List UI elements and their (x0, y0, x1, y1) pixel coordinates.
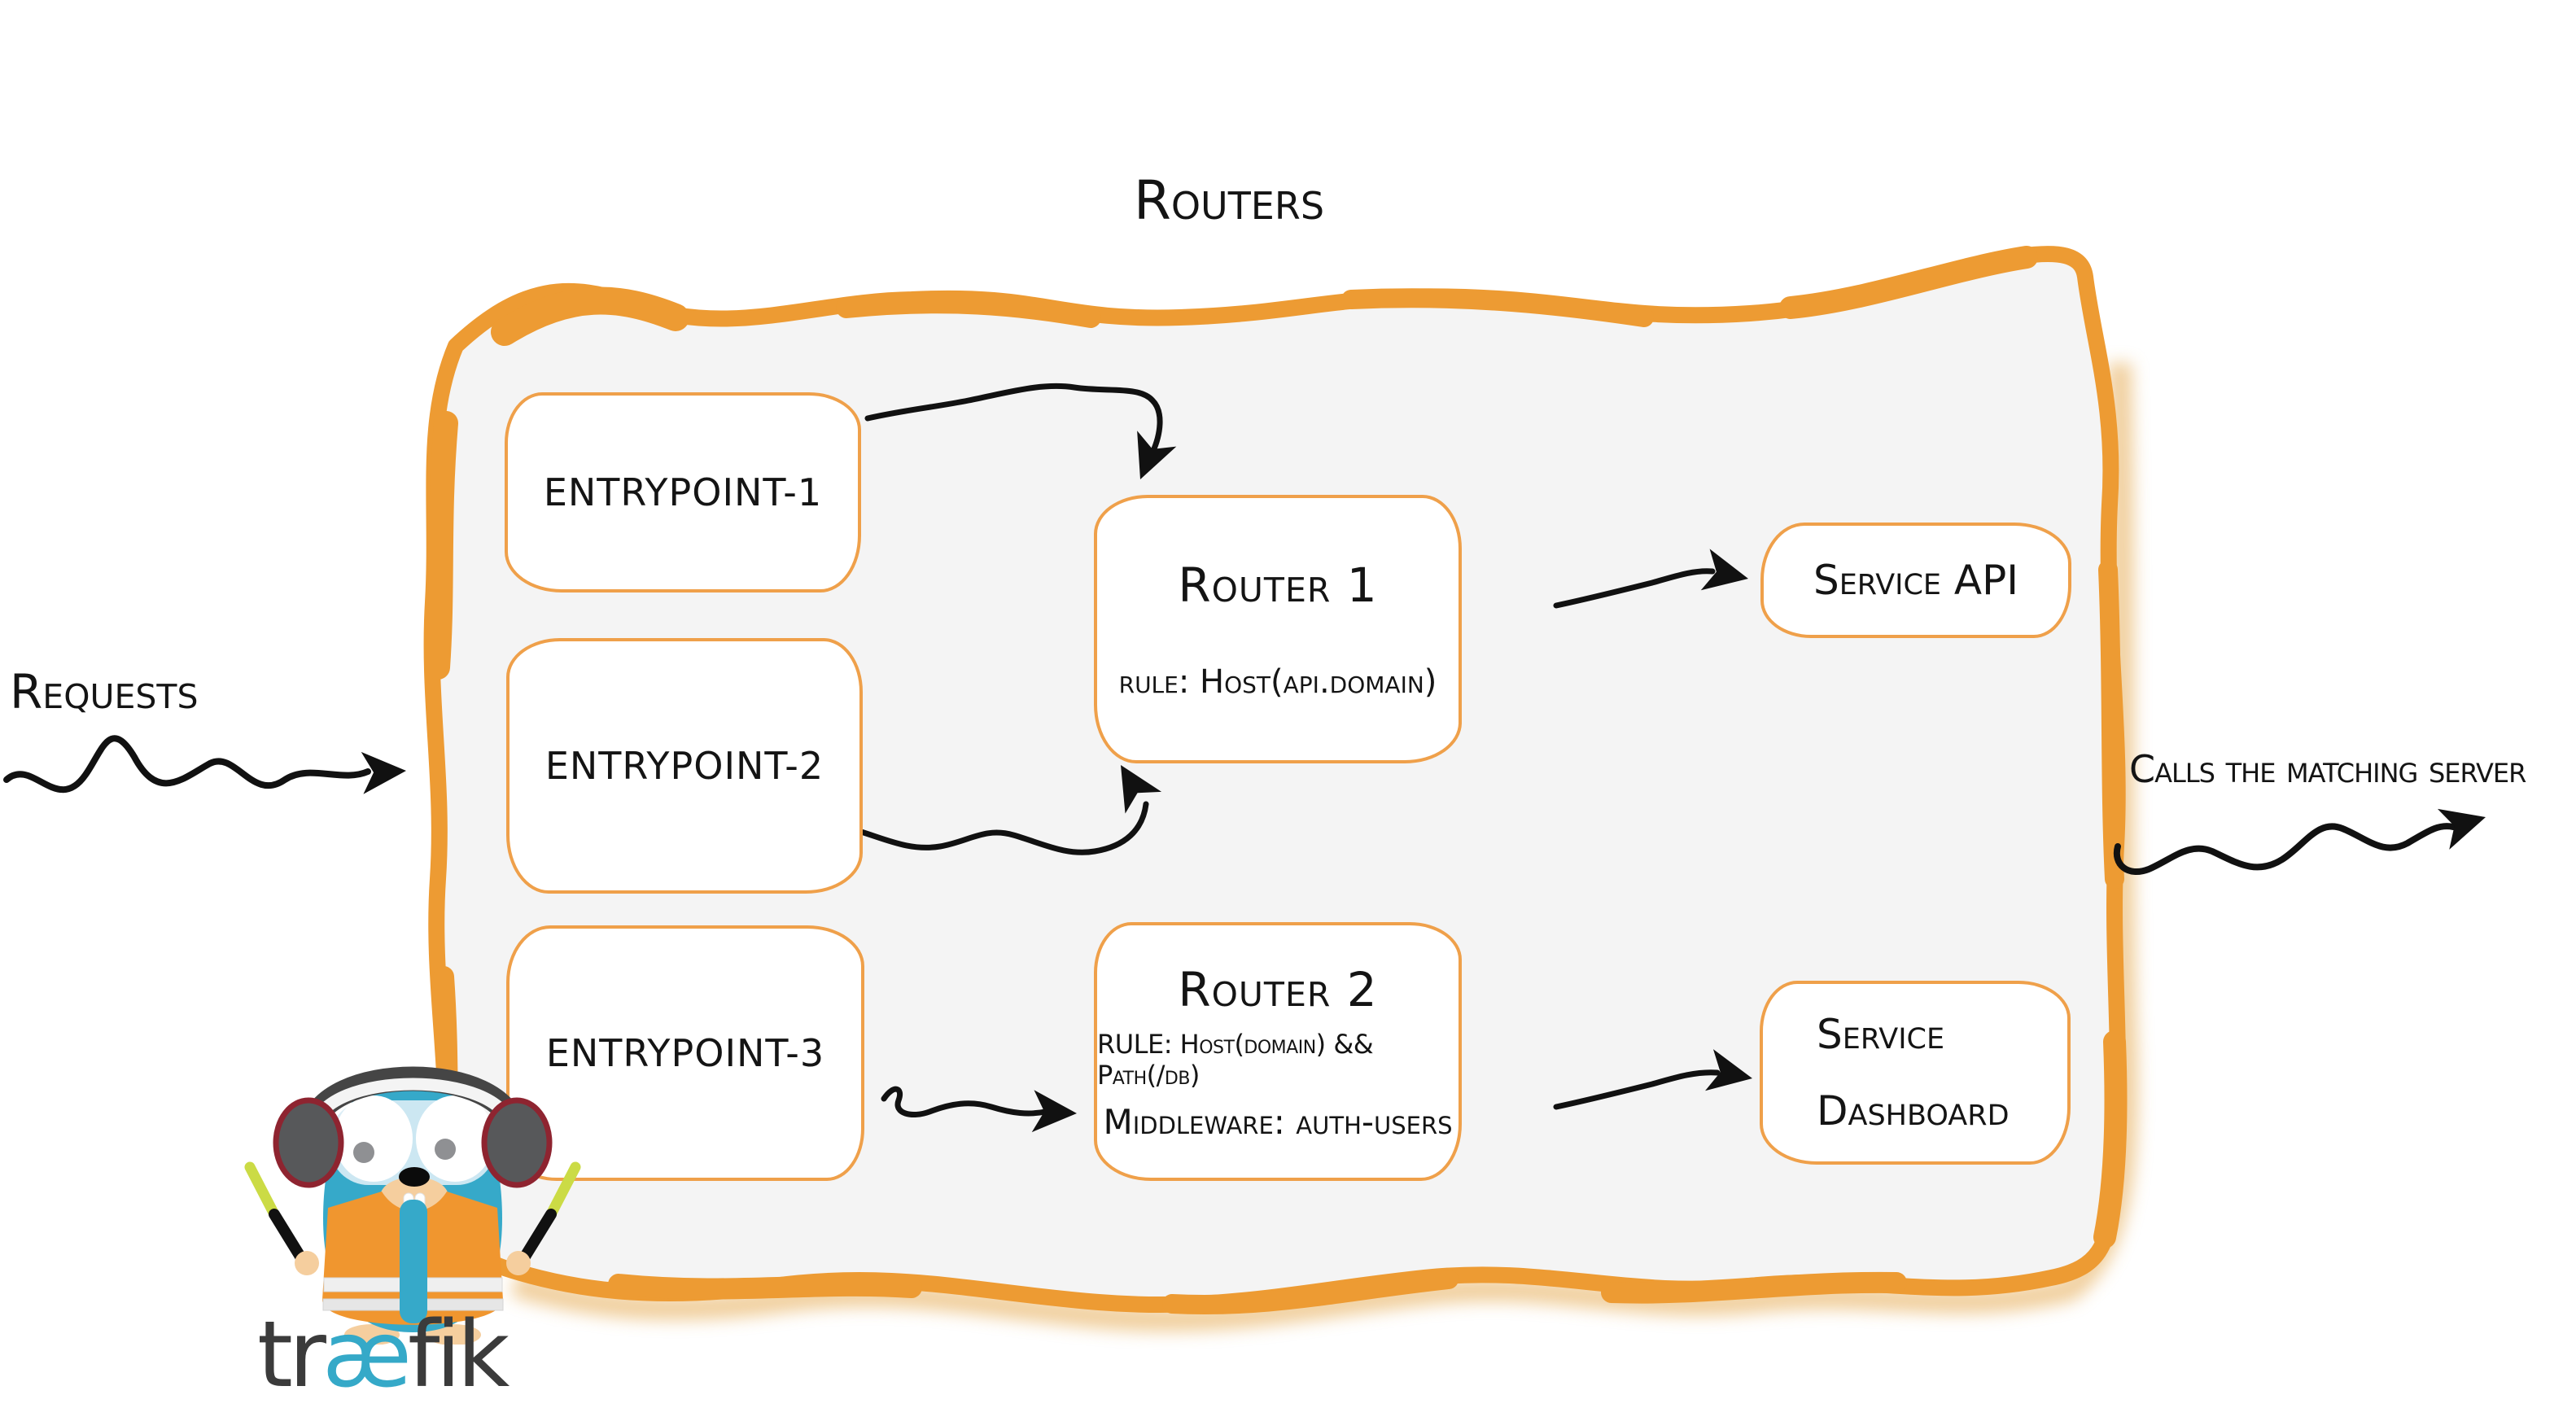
wordmark-tr: tr (257, 1302, 326, 1408)
service-dashboard-label-line1: Service (1817, 1011, 1945, 1058)
entrypoint-2-box: entrypoint-2 (506, 638, 863, 894)
gopher-eye-left (335, 1095, 413, 1182)
router-2-rule: RULE: Host(domain) && Path(/db) (1097, 1028, 1374, 1091)
service-dashboard-box: Service Dashboard (1760, 981, 2071, 1165)
entrypoint-1-label: entrypoint-1 (543, 470, 823, 514)
gopher-eye-right (416, 1095, 494, 1182)
headphones-cup-right (481, 1097, 553, 1188)
entrypoint-3-box: entrypoint-3 (506, 925, 864, 1181)
entrypoint-3-label: entrypoint-3 (545, 1031, 825, 1075)
arrow-ep1-r1 (864, 383, 1177, 488)
marshalling-wand-left-icon (244, 1161, 306, 1262)
marshalling-wand-right-icon (519, 1161, 581, 1262)
wordmark-fik: fik (407, 1302, 510, 1408)
traefik-wordmark: træfik (257, 1302, 510, 1408)
gopher-hand-left (295, 1251, 319, 1275)
diagram-title: Routers (1133, 169, 1325, 232)
gopher-pupil-left (353, 1142, 374, 1163)
arrow-ep2-r1 (858, 754, 1162, 855)
router-2-title: Router 2 (1178, 961, 1378, 1017)
arrow-r2-dash (1553, 1049, 1756, 1110)
service-api-label: Service API (1813, 557, 2019, 604)
traefik-mascot (244, 1066, 581, 1345)
router-2-middleware: Middleware: auth-users (1103, 1101, 1453, 1142)
entrypoint-2-label: entrypoint-2 (545, 744, 824, 788)
router-1-box: Router 1 rule: Host(api.domain) (1094, 495, 1462, 763)
arrow-r1-api (1553, 549, 1753, 609)
entrypoint-1-box: entrypoint-1 (505, 392, 861, 592)
service-api-box: Service API (1760, 523, 2071, 638)
mascot-foot-right (426, 1324, 481, 1345)
gopher-muzzle (380, 1177, 448, 1216)
gopher-nose (399, 1167, 430, 1187)
vest-opening (400, 1200, 427, 1323)
calls-label: Calls the matching server (2129, 747, 2526, 791)
wordmark-ae: æ (321, 1302, 412, 1408)
arrow-calls (2113, 797, 2492, 876)
container-brush-accents (426, 246, 2128, 1315)
mascot-foot-left (344, 1324, 400, 1345)
arrow-ep3-r2 (881, 1086, 1078, 1135)
requests-label: Requests (10, 664, 199, 719)
router-1-title: Router 1 (1178, 558, 1378, 613)
gopher-pupil-right (435, 1139, 456, 1160)
router-2-box: Router 2 RULE: Host(domain) && Path(/db)… (1094, 922, 1462, 1181)
router-1-rule: rule: Host(api.domain) (1118, 663, 1437, 701)
headphones-cup-left (273, 1097, 344, 1188)
arrows (3, 383, 2492, 1135)
service-dashboard-label-line2: Dashboard (1817, 1087, 2010, 1135)
arrow-requests (3, 735, 408, 794)
gopher-hand-right (506, 1251, 531, 1275)
